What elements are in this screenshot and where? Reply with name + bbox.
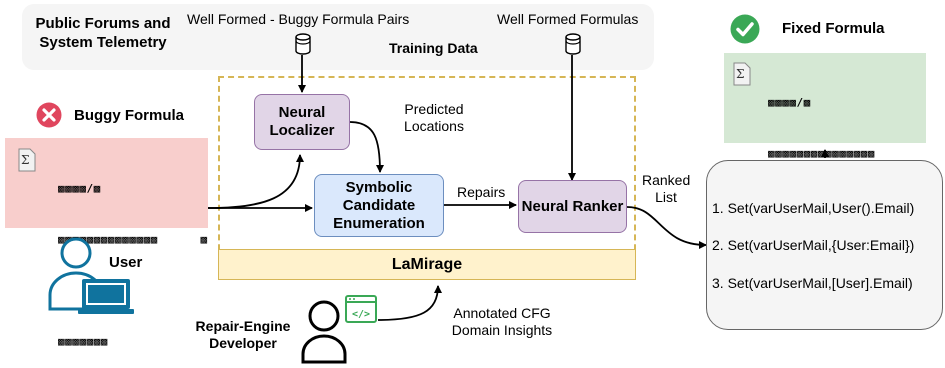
lamirage-bar: LaMirage — [218, 249, 636, 280]
fixed-formula-title: Fixed Formula — [782, 20, 885, 37]
ranked-item: 1. Set(varUserMail,User().Email) — [712, 200, 915, 216]
ranked-list-label: Ranked List — [642, 172, 691, 205]
fixed-formula-box — [724, 53, 926, 143]
predicted-locations-label: Predicted Locations — [404, 101, 464, 134]
ranked-list-box — [706, 160, 943, 330]
formulas-label: Well Formed Formulas — [497, 11, 639, 27]
error-icon — [36, 102, 62, 128]
symbolic-enumeration-label: Symbolic Candidate Enumeration — [333, 178, 425, 232]
formula-document-icon: Σ — [18, 148, 36, 172]
formula-line: ▩▩▩▩/▩ — [768, 96, 811, 109]
formula-line: ▩▩▩▩▩▩▩▩▩▩▩▩▩▩▩ — [768, 147, 875, 160]
neural-localizer-label: Neural Localizer — [269, 104, 335, 139]
pairs-label: Well Formed - Buggy Formula Pairs — [187, 11, 410, 27]
svg-text:Σ: Σ — [736, 67, 744, 81]
developer-label: Repair-Engine Developer — [195, 318, 291, 351]
neural-ranker-box: Neural Ranker — [518, 180, 627, 233]
buggy-formula-box — [5, 138, 208, 228]
sources-label: Public Forums and System Telemetry — [35, 15, 171, 51]
svg-text:Σ: Σ — [21, 153, 29, 167]
svg-text:</>: </> — [352, 309, 370, 320]
ranked-item: 3. Set(varUserMail,[User].Email) — [712, 275, 913, 291]
formula-line: ▩▩▩▩/▩ — [58, 182, 101, 195]
repairs-label: Repairs — [457, 184, 506, 200]
training-data-panel — [22, 4, 654, 70]
training-label: Training Data — [389, 40, 478, 56]
user-label: User — [109, 254, 143, 271]
buggy-formula-title: Buggy Formula — [74, 107, 185, 124]
user-icon — [48, 237, 134, 314]
check-icon — [730, 14, 760, 44]
formula-line: ▩▩▩▩▩▩▩ — [58, 335, 108, 348]
database-icon — [565, 33, 581, 55]
symbolic-enumeration-box: Symbolic Candidate Enumeration — [314, 174, 444, 237]
developer-icon: </> — [301, 295, 377, 364]
cfg-insights-label: Annotated CFG Domain Insights — [451, 305, 553, 338]
database-icon — [295, 33, 311, 55]
formula-document-icon: Σ — [733, 62, 751, 86]
ranked-item: 2. Set(varUserMail,{User:Email}) — [712, 237, 915, 253]
lamirage-label: LaMirage — [391, 255, 463, 273]
neural-localizer-box: Neural Localizer — [254, 94, 350, 150]
neural-ranker-label: Neural Ranker — [521, 197, 624, 215]
